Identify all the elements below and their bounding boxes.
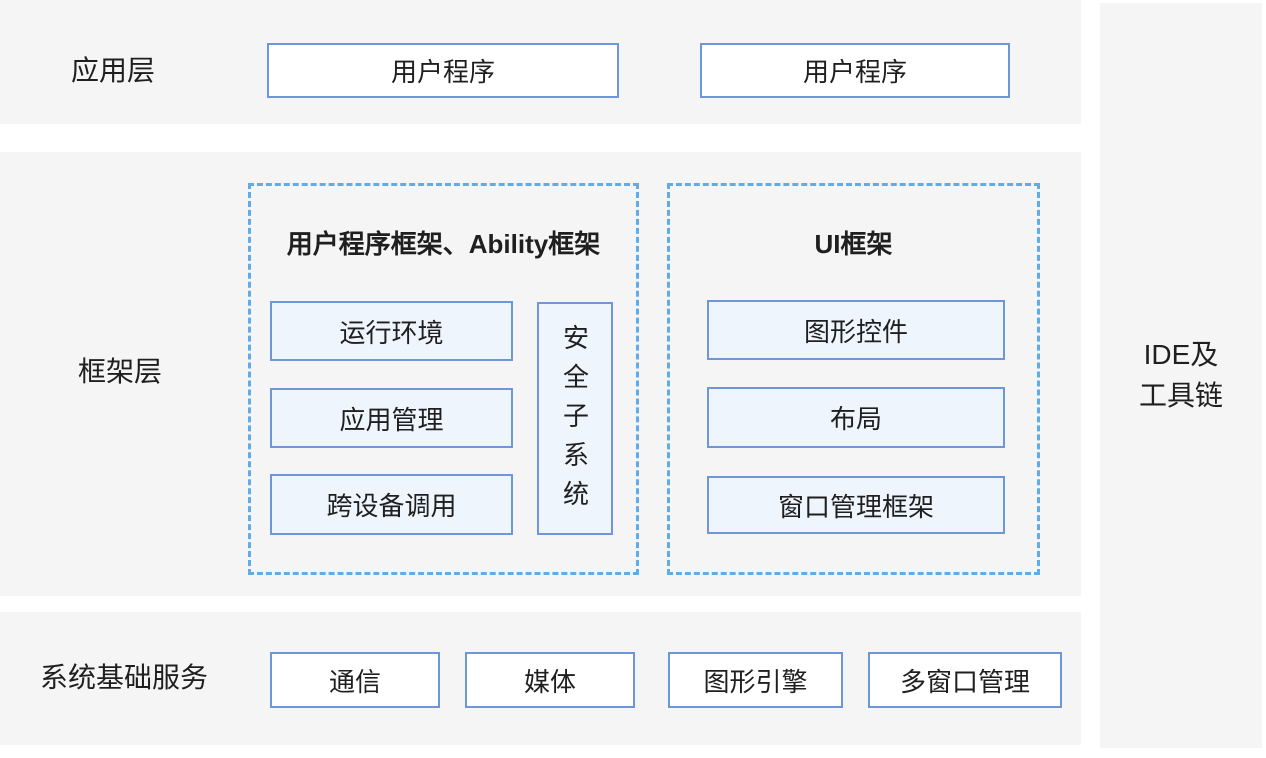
graphic-widgets-box: 图形控件 bbox=[707, 300, 1005, 360]
layout-box: 布局 bbox=[707, 387, 1005, 448]
application-management-box: 应用管理 bbox=[270, 388, 513, 448]
ide-toolchain-column: IDE及 工具链 bbox=[1100, 3, 1262, 748]
user-program-box-1: 用户程序 bbox=[267, 43, 619, 98]
window-management-framework-box: 窗口管理框架 bbox=[707, 476, 1005, 534]
media-box: 媒体 bbox=[465, 652, 635, 708]
graphics-engine-box: 图形引擎 bbox=[668, 652, 843, 708]
communication-box: 通信 bbox=[270, 652, 440, 708]
security-subsystem-box: 安全子系统 bbox=[537, 302, 613, 535]
cross-device-invocation-box: 跨设备调用 bbox=[270, 474, 513, 535]
runtime-environment-box: 运行环境 bbox=[270, 301, 513, 361]
multi-window-management-box: 多窗口管理 bbox=[868, 652, 1062, 708]
application-layer-label: 应用层 bbox=[71, 55, 156, 86]
ui-framework-group: UI框架 bbox=[667, 183, 1040, 575]
ability-framework-group: 用户程序框架、Ability框架 bbox=[248, 183, 639, 575]
ide-toolchain-label: IDE及 工具链 bbox=[1138, 338, 1223, 411]
user-program-box-2: 用户程序 bbox=[700, 43, 1010, 98]
ui-framework-group-title: UI框架 bbox=[814, 229, 893, 259]
framework-layer-label: 框架层 bbox=[78, 356, 163, 387]
ability-framework-group-title: 用户程序框架、Ability框架 bbox=[286, 229, 601, 259]
system-services-label: 系统基础服务 bbox=[40, 662, 209, 693]
